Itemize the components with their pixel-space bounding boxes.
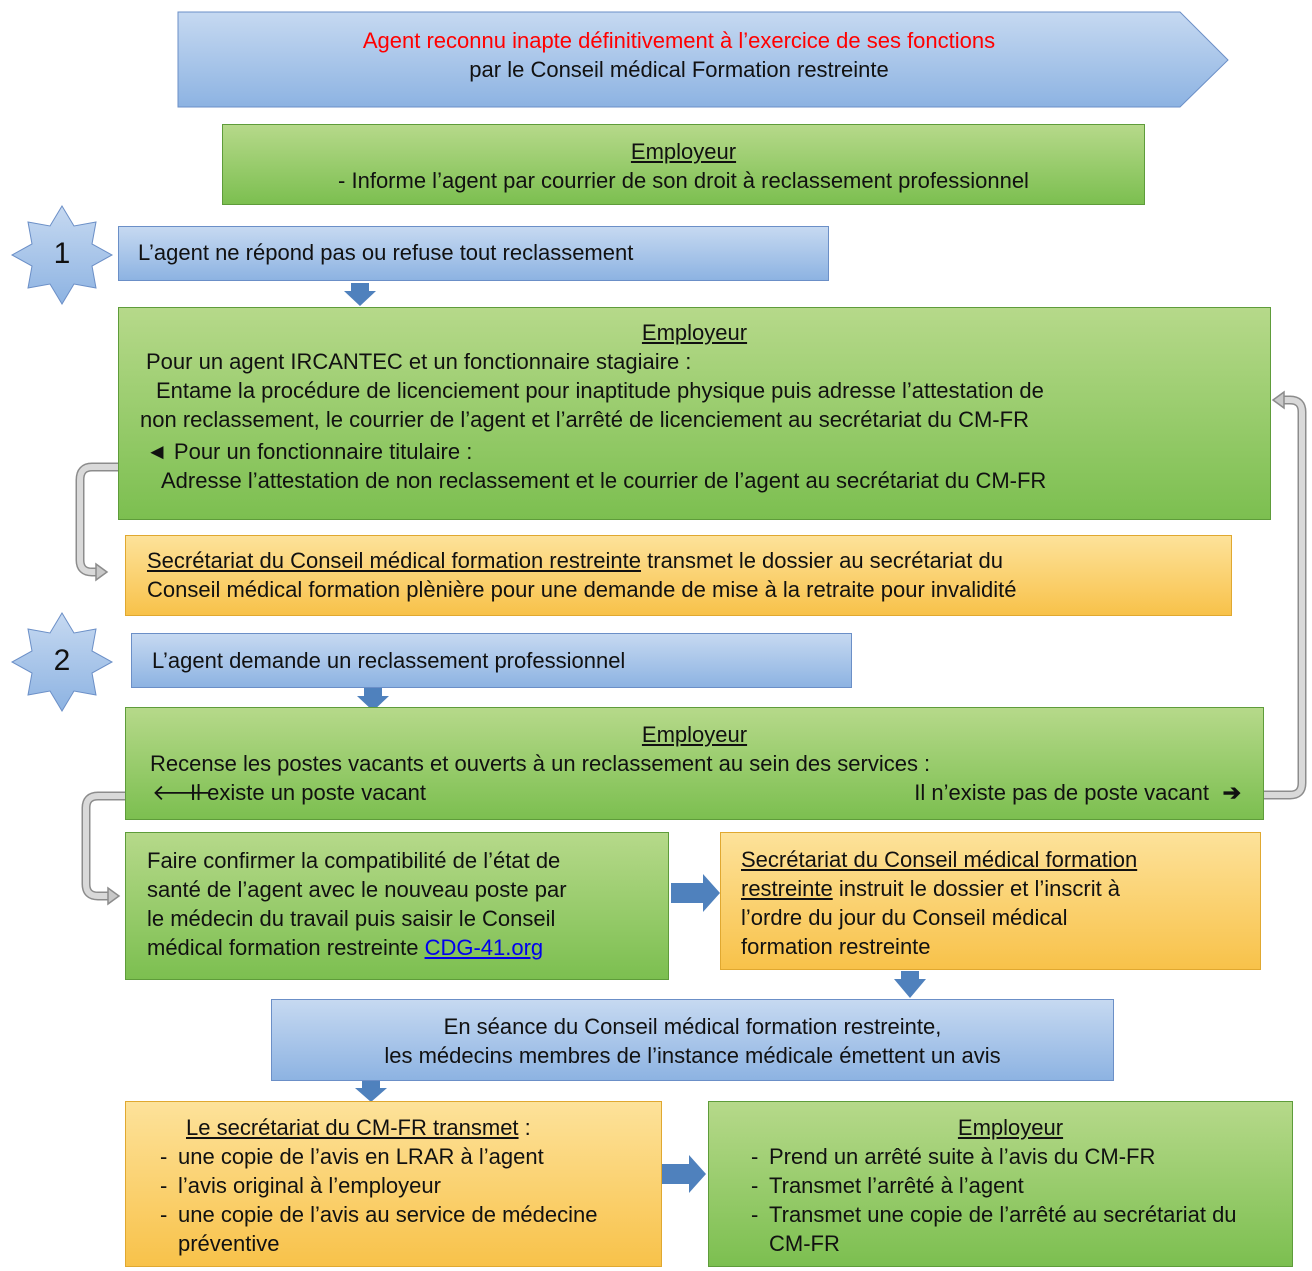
secretariat-instruct-title: Secrétariat du Conseil médical formation xyxy=(741,847,1138,872)
down-arrows xyxy=(344,283,926,1102)
step1-number: 1 xyxy=(53,237,71,270)
employer-census-box: Employeur Recense les postes vacants et … xyxy=(125,707,1264,820)
title-line-1: Agent reconnu inapte définitivement à l’… xyxy=(362,28,996,53)
titulaire-connector xyxy=(75,462,118,577)
bullet-marker-icon: ◄ xyxy=(146,439,168,464)
step2-box: L’agent demande un reclassement professi… xyxy=(131,633,852,688)
down-arrow-icon xyxy=(344,283,376,306)
ircantec-label: Pour un agent IRCANTEC et un fonctionnai… xyxy=(146,349,692,374)
employer-inform-box: Employeur - Informe l’agent par courrier… xyxy=(222,124,1145,205)
employer-census-text: Recense les postes vacants et ouverts à … xyxy=(150,751,931,776)
vacant-option: Il existe un poste vacant xyxy=(190,780,427,805)
session-box: En séance du Conseil médical formation r… xyxy=(271,999,1114,1081)
confirm-compat-box: Faire confirmer la compatibilité de l’ét… xyxy=(125,832,669,980)
secretariat-pleniere-text: Conseil médical formation plènière pour … xyxy=(147,577,1017,602)
step1-text: L’agent ne répond pas ou refuse tout rec… xyxy=(138,240,634,265)
secretariat-pleniere-title: Secrétariat du Conseil médical formation… xyxy=(147,548,642,573)
ircantec-text-2: non reclassement, le courrier de l’agent… xyxy=(140,407,1029,432)
secretariat-transmit-box: Le secrétariat du CM-FR transmet : une c… xyxy=(125,1101,662,1267)
list-item: Transmet une copie de l’arrêté au secrét… xyxy=(747,1200,1274,1258)
no-vacant-option: Il n’existe pas de poste vacant xyxy=(914,780,1209,805)
list-item: Prend un arrêté suite à l’avis du CM-FR xyxy=(747,1142,1274,1171)
employer-inform-text: - Informe l’agent par courrier de son dr… xyxy=(338,168,1029,193)
right-arrow-icon xyxy=(657,1155,706,1193)
down-arrow-icon xyxy=(357,688,389,711)
step2-star-icon xyxy=(10,612,114,712)
employer-final-box: Employeur Prend un arrêté suite à l’avis… xyxy=(708,1101,1293,1267)
employer-refusal-heading: Employeur xyxy=(641,320,748,345)
secretariat-transmit-heading: Le secrétariat du CM-FR transmet xyxy=(186,1115,519,1140)
list-item: l’avis original à l’employeur xyxy=(156,1171,645,1200)
titulaire-label: Pour un fonctionnaire titulaire : xyxy=(173,439,473,464)
step2-text: L’agent demande un reclassement professi… xyxy=(152,648,626,673)
title-line-2: par le Conseil médical Formation restrei… xyxy=(469,57,889,82)
session-line-1: En séance du Conseil médical formation r… xyxy=(443,1014,942,1039)
step1-box: L’agent ne répond pas ou refuse tout rec… xyxy=(118,226,829,281)
session-line-2: les médecins membres de l’instance médic… xyxy=(384,1043,1001,1068)
step1-star-icon xyxy=(10,205,114,305)
employer-refusal-box: Employeur Pour un agent IRCANTEC et un f… xyxy=(118,307,1271,520)
employer-inform-heading: Employeur xyxy=(630,139,737,164)
left-arrow-icon: 🡐 xyxy=(152,780,211,805)
employer-census-heading: Employeur xyxy=(641,722,748,747)
titulaire-label-row: ◄ Pour un fonctionnaire titulaire : xyxy=(119,437,1270,466)
title-banner: Agent reconnu inapte définitivement à l’… xyxy=(178,26,1180,84)
secretariat-pleniere-box: Secrétariat du Conseil médical formation… xyxy=(125,535,1232,616)
right-arrow-icon xyxy=(671,874,720,912)
secretariat-instruct-box: Secrétariat du Conseil médical formation… xyxy=(720,832,1261,970)
right-arrow-icon: ➔ xyxy=(1222,780,1241,805)
cdg41-link[interactable]: CDG-41.org xyxy=(424,935,544,960)
step2-number: 2 xyxy=(53,644,71,677)
title-banner-shape xyxy=(177,11,1229,108)
down-arrow-icon xyxy=(355,1081,387,1102)
employer-final-heading: Employeur xyxy=(957,1115,1064,1140)
secretariat-transmit-list: une copie de l’avis en LRAR à l’agent l’… xyxy=(156,1142,645,1258)
employer-final-list: Prend un arrêté suite à l’avis du CM-FR … xyxy=(747,1142,1274,1258)
list-item: une copie de l’avis au service de médeci… xyxy=(156,1200,645,1258)
down-arrow-icon xyxy=(894,971,926,998)
vacant-connector xyxy=(81,791,125,901)
list-item: une copie de l’avis en LRAR à l’agent xyxy=(156,1142,645,1171)
ircantec-text-1: Entame la procédure de licenciement pour… xyxy=(156,378,1044,403)
list-item: Transmet l’arrêté à l’agent xyxy=(747,1171,1274,1200)
titulaire-text: Adresse l’attestation de non reclassemen… xyxy=(161,468,1047,493)
